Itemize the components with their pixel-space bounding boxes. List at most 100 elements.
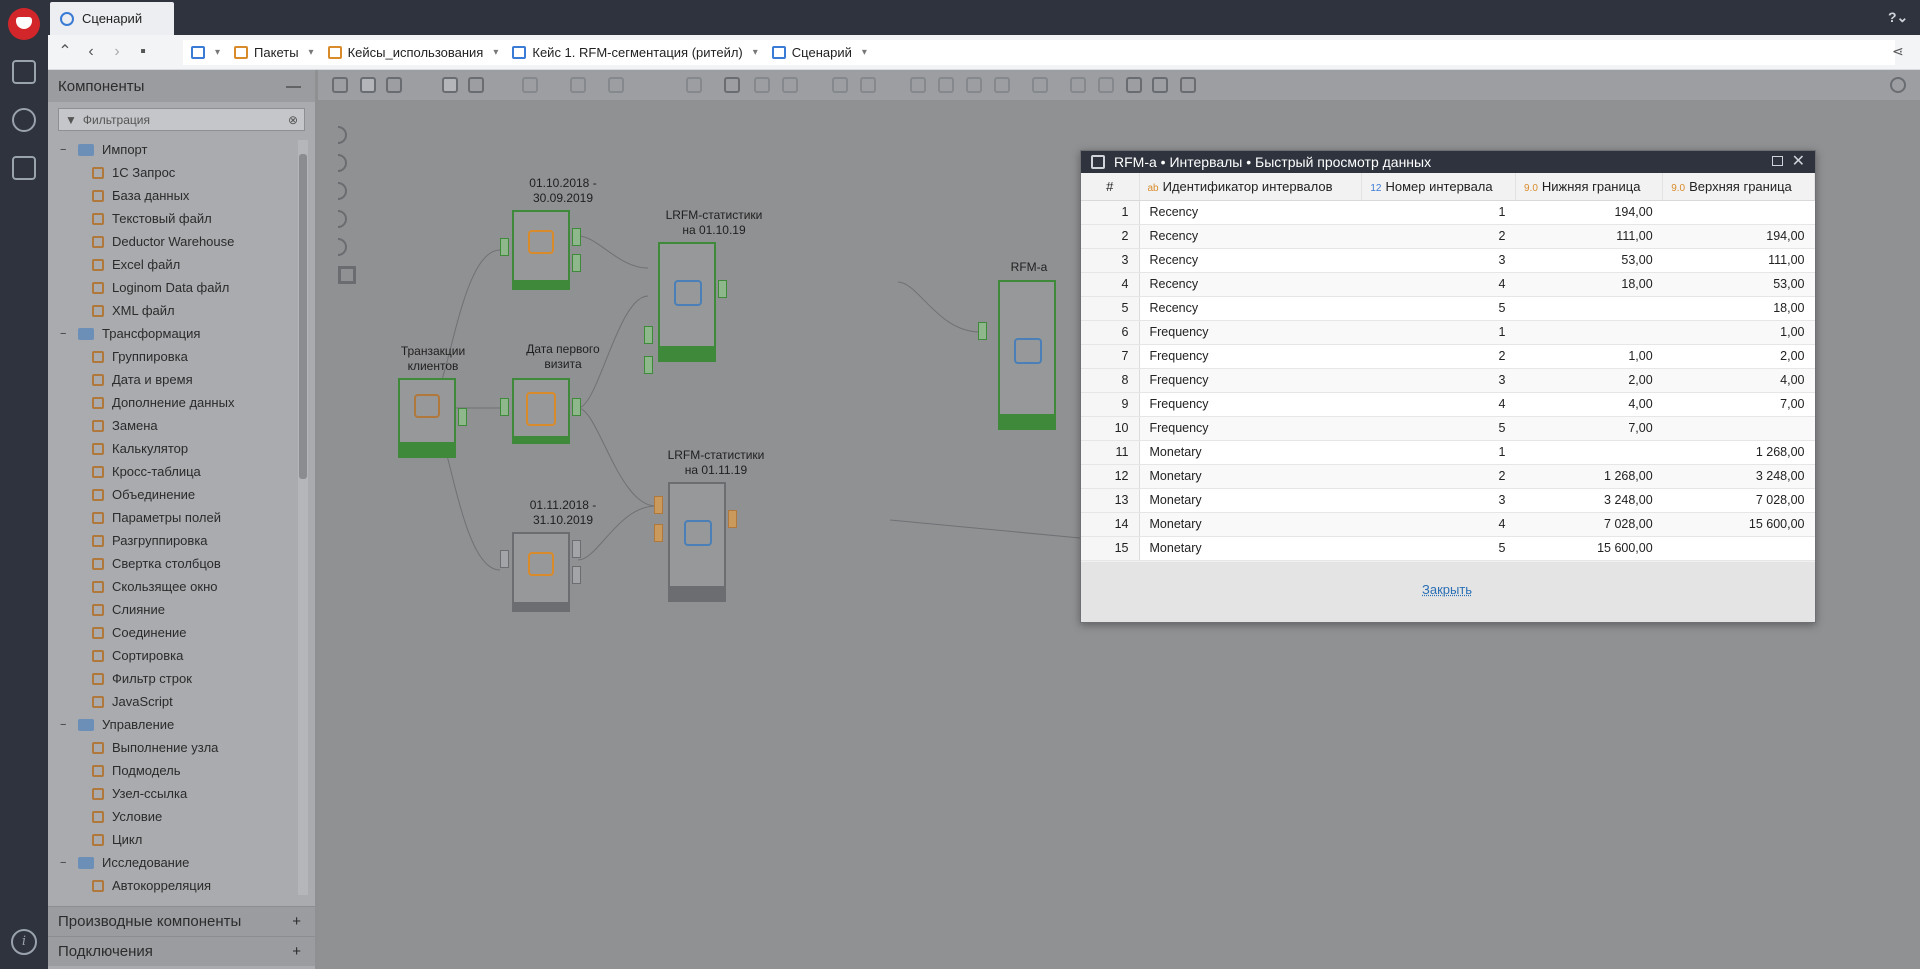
tree-item[interactable]: Loginom Data файл <box>48 276 298 299</box>
help-icon[interactable]: ?⌄ <box>1888 9 1909 25</box>
components-panel-header[interactable]: Компоненты — <box>48 70 315 102</box>
tree-item[interactable]: База данных <box>48 184 298 207</box>
up-icon[interactable]: ⌃ <box>58 43 72 60</box>
close-button[interactable]: Закрыть <box>1422 582 1473 597</box>
tree-item[interactable]: Дата и время <box>48 368 298 391</box>
gear-icon[interactable] <box>832 77 848 93</box>
tree-folder[interactable]: −Импорт <box>48 138 298 161</box>
package-icon[interactable] <box>608 77 624 93</box>
scrollbar-thumb[interactable] <box>299 154 307 479</box>
link[interactable] <box>889 519 1081 539</box>
derived-components-header[interactable]: Производные компоненты + <box>48 906 315 936</box>
frame-icon[interactable] <box>1180 77 1196 93</box>
collapse-panel-icon[interactable] <box>332 77 348 93</box>
chevron-down-icon[interactable]: ▾ <box>215 47 221 58</box>
forward-icon[interactable]: › <box>114 43 120 60</box>
copy-icon[interactable] <box>938 77 954 93</box>
tree-item[interactable]: Свертка столбцов <box>48 552 298 575</box>
tree-item[interactable]: JavaScript <box>48 690 298 713</box>
tree-item[interactable]: Текстовый файл <box>48 207 298 230</box>
tree-item[interactable]: Слияние <box>48 598 298 621</box>
info-icon[interactable]: i <box>11 929 37 955</box>
tree-item[interactable]: Группировка <box>48 345 298 368</box>
chevron-down-icon[interactable]: ▾ <box>493 47 499 58</box>
wizard-icon[interactable] <box>860 77 876 93</box>
breadcrumb-packages[interactable]: Пакеты▾ <box>234 45 314 60</box>
tree-folder[interactable]: −Исследование <box>48 851 298 874</box>
calendar-table-icon[interactable] <box>12 156 36 180</box>
tree-scrollbar[interactable] <box>298 140 308 895</box>
pointer-icon[interactable] <box>360 77 376 93</box>
link[interactable] <box>577 235 649 269</box>
chevron-down-icon[interactable]: ▾ <box>861 47 867 58</box>
tree-item[interactable]: Замена <box>48 414 298 437</box>
grid-icon[interactable] <box>338 266 356 284</box>
packages-icon[interactable] <box>12 60 36 84</box>
tree-item[interactable]: Фильтр строк <box>48 667 298 690</box>
input-port[interactable] <box>654 524 663 542</box>
tree-item[interactable]: Объединение <box>48 483 298 506</box>
node-box[interactable] <box>658 242 716 362</box>
tree-item[interactable]: Подмодель <box>48 759 298 782</box>
tree-item[interactable]: Автокорреляция <box>48 874 298 894</box>
collapse-icon[interactable]: — <box>286 77 301 95</box>
tree-item[interactable]: 1С Запрос <box>48 161 298 184</box>
tab-scenario[interactable]: Сценарий <box>50 2 174 35</box>
retrain-icon[interactable] <box>782 77 798 93</box>
breadcrumb-root[interactable]: ▾ <box>191 46 220 59</box>
run-icon[interactable] <box>724 77 740 93</box>
run-next-icon[interactable] <box>754 77 770 93</box>
collapse-toggle-icon[interactable]: − <box>60 143 67 156</box>
view-icon[interactable] <box>1070 77 1086 93</box>
tree-item[interactable]: Цикл <box>48 828 298 851</box>
maximize-icon[interactable] <box>1772 156 1783 166</box>
tree-item[interactable]: Excel файл <box>48 253 298 276</box>
plus-icon[interactable]: + <box>292 943 301 960</box>
output-port[interactable] <box>572 254 581 272</box>
share-icon[interactable]: ⋖ <box>1892 43 1904 59</box>
output-port[interactable] <box>572 540 581 558</box>
link[interactable] <box>897 281 981 333</box>
node-icon[interactable] <box>522 77 538 93</box>
node-box[interactable] <box>512 378 570 444</box>
output-port[interactable] <box>718 280 727 298</box>
filter-input[interactable]: ▼ Фильтрация ⊗ <box>58 108 305 131</box>
input-port[interactable] <box>500 238 509 256</box>
tree-item[interactable]: Соединение <box>48 621 298 644</box>
tree-item[interactable]: Разгруппировка <box>48 529 298 552</box>
link-mode-icon[interactable] <box>442 77 458 93</box>
tree-item[interactable]: Условие <box>48 805 298 828</box>
info-icon[interactable] <box>1890 77 1906 93</box>
hide-icon[interactable] <box>1098 77 1114 93</box>
plus-icon[interactable]: + <box>292 913 301 930</box>
node-box[interactable] <box>668 482 726 602</box>
flag-icon[interactable] <box>1152 77 1168 93</box>
collapse-toggle-icon[interactable]: − <box>60 327 67 340</box>
chevron-down-icon[interactable]: ▾ <box>752 47 758 58</box>
output-port[interactable] <box>572 566 581 584</box>
output-port[interactable] <box>458 408 467 426</box>
clear-icon[interactable]: ⊗ <box>287 112 298 127</box>
back-icon[interactable]: ‹ <box>88 43 94 60</box>
column-header[interactable]: # <box>1081 173 1140 201</box>
chevron-down-icon[interactable]: ▾ <box>308 47 314 58</box>
dialog-header[interactable]: RFM-а • Интервалы • Быстрый просмотр дан… <box>1081 151 1815 173</box>
node-box[interactable] <box>398 378 456 458</box>
input-port[interactable] <box>978 322 987 340</box>
tree-item[interactable]: Узел-ссылка <box>48 782 298 805</box>
